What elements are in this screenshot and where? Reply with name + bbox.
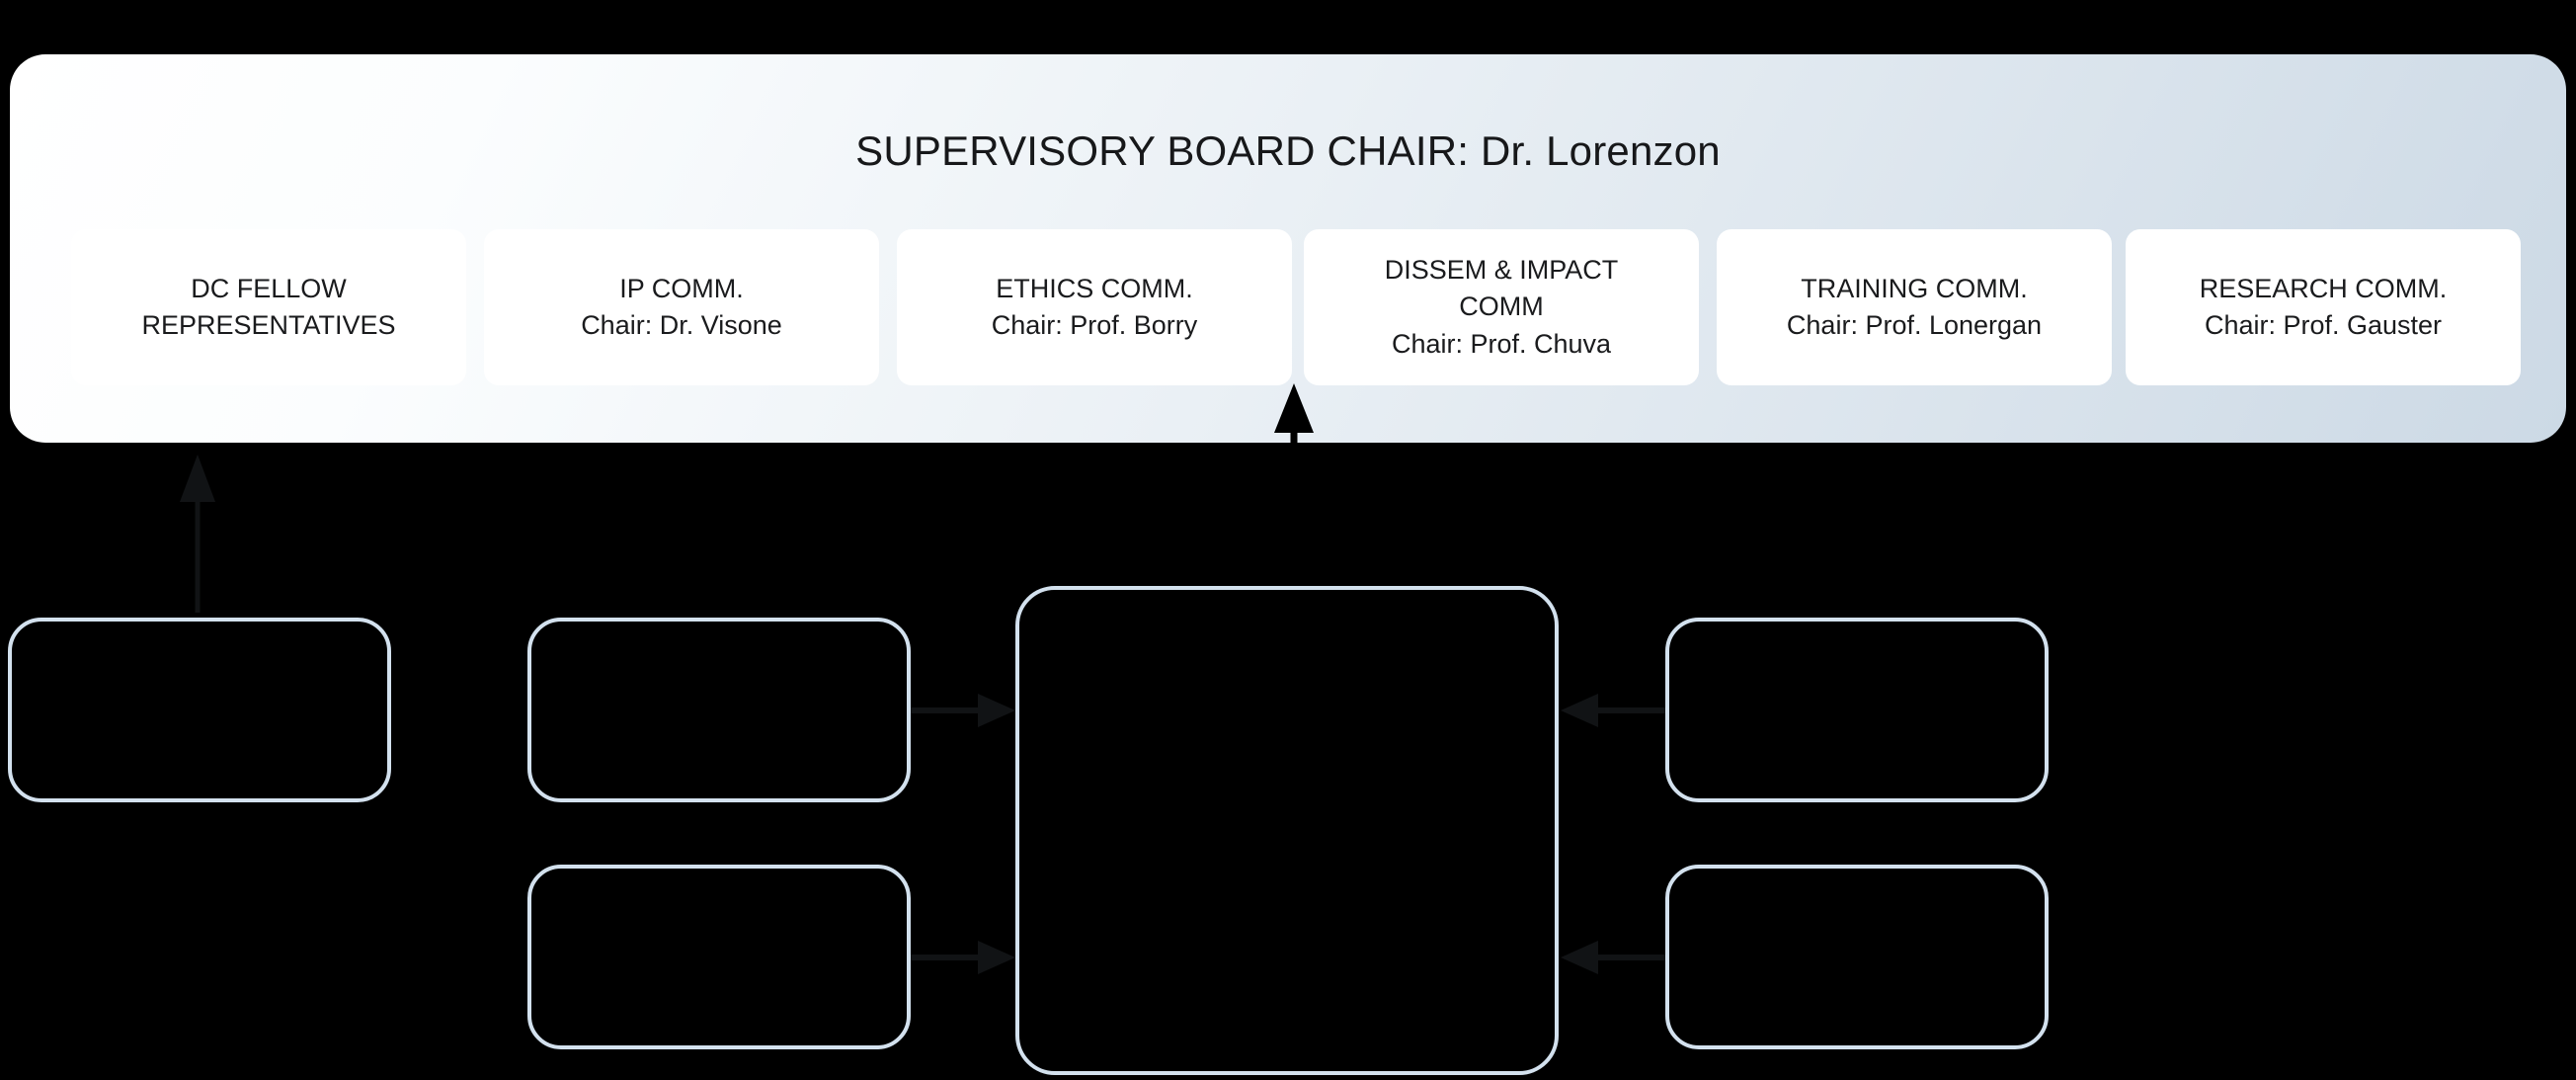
arrow-right-top-to-center-icon: [1559, 690, 1665, 731]
node-right-top[interactable]: [1665, 618, 2049, 802]
arrow-mid-bot-to-center-icon: [911, 937, 1017, 978]
committee-chair: Chair: Prof. Borry: [991, 310, 1198, 340]
committee-chair: REPRESENTATIVES: [141, 310, 396, 340]
arrow-right-bot-to-center-icon: [1559, 937, 1665, 978]
committee-card-ethics-comm[interactable]: ETHICS COMM. Chair: Prof. Borry: [897, 229, 1292, 385]
committee-chair: Chair: Dr. Visone: [581, 310, 782, 340]
committee-chair: Chair: Prof. Chuva: [1391, 328, 1612, 359]
committee-name: DC FELLOW: [191, 273, 347, 303]
node-left[interactable]: [8, 618, 391, 802]
arrow-center-bidirectional-icon: [1262, 381, 1326, 559]
node-mid-top[interactable]: [527, 618, 911, 802]
committee-name-second-line: COMM: [1459, 291, 1544, 322]
node-center[interactable]: [1015, 586, 1559, 1075]
committee-card-research-comm[interactable]: RESEARCH COMM. Chair: Prof. Gauster: [2126, 229, 2521, 385]
committee-card-dissem-impact-comm[interactable]: DISSEM & IMPACT COMM Chair: Prof. Chuva: [1304, 229, 1699, 385]
committee-name: DISSEM & IMPACT: [1384, 255, 1619, 286]
committee-card-training-comm[interactable]: TRAINING COMM. Chair: Prof. Lonergan: [1717, 229, 2112, 385]
committee-name: RESEARCH COMM.: [2199, 273, 2448, 303]
committee-name: ETHICS COMM.: [996, 273, 1193, 303]
committee-row: DC FELLOW REPRESENTATIVES IP COMM. Chair…: [10, 229, 2566, 385]
arrow-left-up-icon: [168, 453, 227, 613]
committee-card-dc-fellow-representatives[interactable]: DC FELLOW REPRESENTATIVES: [71, 229, 466, 385]
node-right-bot[interactable]: [1665, 865, 2049, 1049]
node-mid-bot[interactable]: [527, 865, 911, 1049]
board-title: SUPERVISORY BOARD CHAIR: Dr. Lorenzon: [855, 127, 1721, 174]
committee-chair: Chair: Prof. Lonergan: [1786, 310, 2043, 340]
arrow-mid-top-to-center-icon: [911, 690, 1017, 731]
committee-name: IP COMM.: [619, 273, 744, 303]
committee-card-ip-comm[interactable]: IP COMM. Chair: Dr. Visone: [484, 229, 879, 385]
supervisory-board-bar: SUPERVISORY BOARD CHAIR: Dr. Lorenzon DC…: [10, 54, 2566, 443]
committee-name: TRAINING COMM.: [1801, 273, 2028, 303]
committee-chair: Chair: Prof. Gauster: [2204, 310, 2443, 340]
